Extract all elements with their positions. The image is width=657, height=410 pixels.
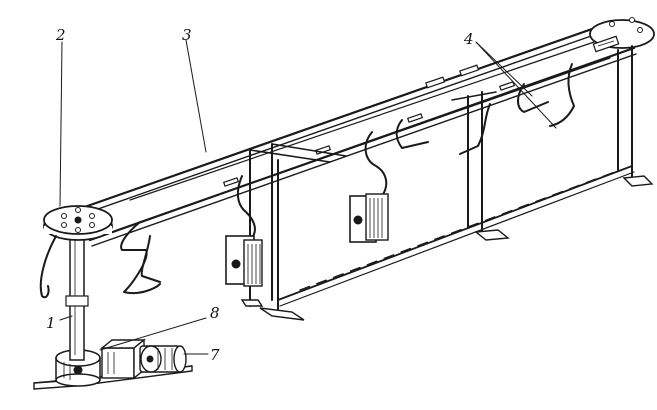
hook-6 xyxy=(395,119,429,149)
hook-1 xyxy=(39,235,57,299)
callout-3: 3 xyxy=(182,26,192,44)
callout-4: 4 xyxy=(463,30,474,48)
leader-lines xyxy=(59,39,557,355)
callout-2: 2 xyxy=(55,26,66,44)
support-stand-middle xyxy=(451,91,510,241)
gear-reducer xyxy=(100,338,146,380)
hook-7 xyxy=(459,103,491,155)
workpiece-2 xyxy=(349,193,389,243)
hook-8 xyxy=(517,83,549,113)
callout-8: 8 xyxy=(210,304,220,322)
drive-shaft xyxy=(65,231,89,361)
hook-2 xyxy=(120,221,161,294)
electric-motor xyxy=(139,345,187,373)
hook-3 xyxy=(140,235,161,283)
hook-4 xyxy=(236,175,256,241)
lower-rail xyxy=(271,165,635,307)
conveyor-chain xyxy=(222,64,516,187)
overhead-track xyxy=(74,20,637,247)
drive-sprocket xyxy=(43,205,113,241)
hook-9 xyxy=(549,63,575,127)
callout-1: 1 xyxy=(46,314,56,332)
callout-7: 7 xyxy=(210,346,220,364)
hook-5 xyxy=(364,131,388,197)
return-sprocket xyxy=(589,17,655,53)
workpiece-1 xyxy=(225,235,263,287)
support-stand-right xyxy=(617,45,654,187)
